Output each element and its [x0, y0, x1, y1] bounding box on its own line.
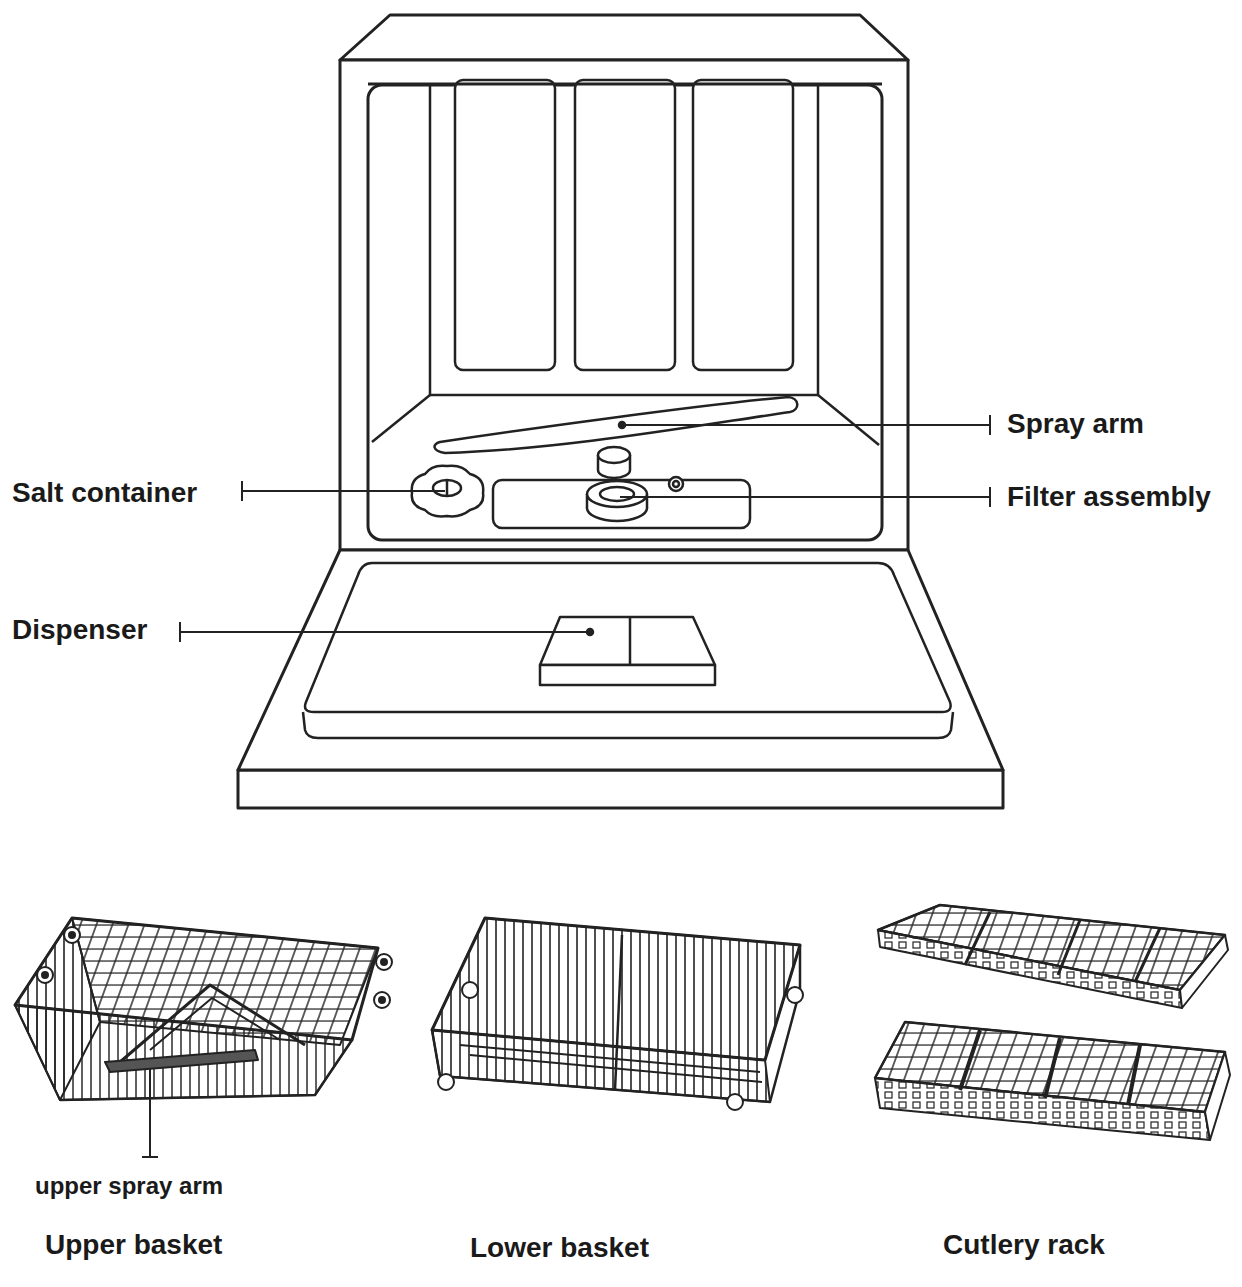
- upper-basket-drawing: [42, 972, 48, 978]
- dispenser-drawing: [540, 617, 715, 665]
- lower-basket-drawing: [432, 1030, 770, 1102]
- salt-container-drawing: [433, 480, 461, 496]
- door: [238, 770, 1003, 808]
- dispenser-drawing: [540, 617, 715, 685]
- filter-assembly-drawing: [587, 481, 647, 507]
- upper-basket-drawing: [120, 985, 305, 1062]
- tub-interior: [817, 85, 820, 395]
- upper-basket-drawing: [15, 918, 392, 1100]
- upper-basket-drawing: [69, 932, 75, 938]
- cutlery-rack-drawing: [875, 1078, 1210, 1140]
- part-label: Dispenser: [12, 613, 147, 647]
- spray-arm-drawing: [435, 397, 798, 478]
- cutlery-rack-drawing: [878, 905, 1225, 990]
- cutlery-rack-drawing: [1180, 935, 1228, 1008]
- leader-lines: [989, 415, 991, 435]
- part-label: Lower basket: [470, 1231, 649, 1265]
- lower-basket-drawing: [438, 1074, 454, 1090]
- upper-basket-drawing: [379, 997, 385, 1003]
- tub-interior: [575, 80, 675, 370]
- door: [303, 712, 953, 738]
- lower-basket-drawing: [462, 982, 478, 998]
- tub-interior: [368, 83, 882, 86]
- filter-assembly-drawing: [600, 487, 634, 501]
- upper-basket-drawing: [381, 959, 387, 965]
- leader-lines: [180, 631, 590, 633]
- filter-assembly-drawing: [493, 477, 750, 528]
- lower-basket-drawing: [460, 1045, 762, 1082]
- leader-lines: [622, 424, 990, 426]
- lower-basket-drawing: [787, 987, 803, 1003]
- cutlery-rack-drawing: [875, 905, 1230, 1140]
- part-label: upper spray arm: [35, 1171, 223, 1200]
- tub-interior: [693, 80, 793, 370]
- part-label: Filter assembly: [1007, 480, 1211, 514]
- upper-basket-drawing: [15, 918, 378, 1040]
- upper-basket-drawing: [15, 1005, 352, 1100]
- upper-basket-drawing: [150, 998, 280, 1050]
- tub-interior: [368, 80, 882, 445]
- filter-assembly-drawing: [669, 477, 683, 491]
- upper-basket-drawing: [64, 927, 80, 943]
- leader-lines: [241, 481, 243, 501]
- leader-lines: [242, 490, 445, 492]
- tub-interior: [429, 85, 432, 395]
- spray-arm-drawing: [598, 447, 630, 463]
- upper-basket-drawing: [376, 954, 392, 970]
- lower-basket-drawing: [615, 935, 622, 1090]
- leader-lines: [620, 496, 990, 498]
- leader-lines: [142, 1156, 158, 1158]
- leader-lines: [989, 487, 991, 507]
- door: [238, 550, 1003, 770]
- part-label: Salt container: [12, 476, 197, 510]
- dispenser-drawing: [629, 617, 632, 665]
- tub-interior: [818, 395, 879, 445]
- cutlery-rack-drawing: [875, 1022, 1225, 1112]
- cutlery-rack-drawing: [878, 930, 1182, 1008]
- filter-assembly-drawing: [673, 481, 679, 487]
- tub-interior: [455, 80, 555, 370]
- cutlery-rack-drawing: [965, 912, 1160, 982]
- part-label: Cutlery rack: [943, 1228, 1105, 1262]
- salt-container-drawing: [446, 480, 449, 496]
- cabinet: [340, 60, 908, 550]
- upper-basket-drawing: [60, 1040, 352, 1100]
- leader-lines: [179, 622, 181, 642]
- lower-basket-drawing: [727, 1094, 743, 1110]
- filter-assembly-drawing: [493, 480, 750, 528]
- dispenser-drawing: [540, 665, 715, 685]
- door: [305, 563, 951, 712]
- cutlery-rack-drawing: [1205, 1052, 1230, 1140]
- lower-basket-drawing: [432, 918, 800, 1060]
- cabinet: [340, 15, 908, 550]
- upper-basket-drawing: [374, 992, 390, 1008]
- lower-basket-drawing: [432, 918, 803, 1110]
- cutlery-rack-drawing: [960, 1030, 1140, 1105]
- cabinet: [340, 15, 908, 60]
- part-label: Upper basket: [45, 1228, 222, 1262]
- tub-interior: [372, 395, 430, 442]
- part-label: Spray arm: [1007, 407, 1144, 441]
- lower-basket-drawing: [432, 1030, 440, 1076]
- door: [238, 550, 1003, 808]
- upper-basket-drawing: [37, 967, 53, 983]
- tub-interior: [430, 394, 818, 397]
- upper-basket-drawing: [105, 1050, 258, 1072]
